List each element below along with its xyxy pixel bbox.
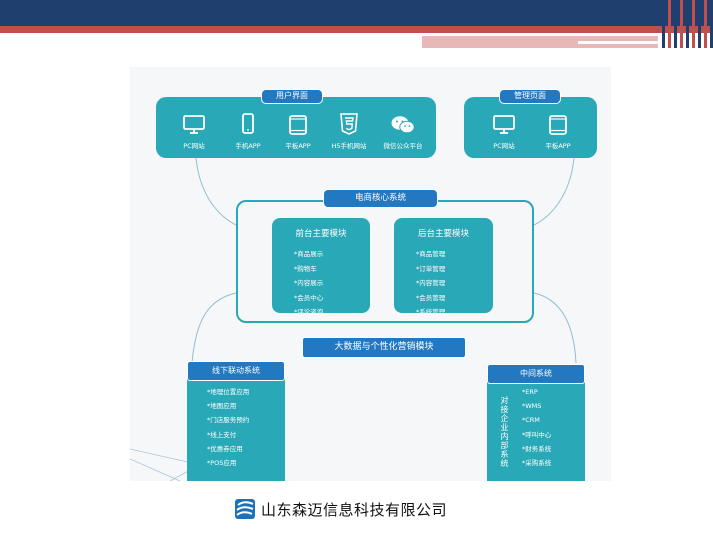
tablet-icon: [289, 115, 307, 135]
list-item: *采购系统: [522, 458, 552, 467]
front-module: 前台主要模块 *商品展示 *购物车 *内容展示 *会员中心 *评论咨询: [272, 218, 370, 316]
list-item: *评论咨询: [294, 308, 324, 316]
middle-system-title: 中间系统: [487, 364, 585, 384]
wechat-icon: [391, 116, 415, 134]
front-module-title: 前台主要模块: [295, 229, 347, 239]
ui-device-h5: H5手机网站: [321, 111, 377, 150]
company-footer: 山东森迈信息科技有限公司: [234, 496, 447, 522]
list-item: *呼叫中心: [522, 430, 552, 439]
front-module-list: *商品展示 *购物车 *内容展示 *会员中心 *评论咨询: [294, 247, 370, 320]
monitor-icon: [183, 115, 205, 134]
list-item: *订单管理: [416, 264, 446, 273]
ui-device-phone: 手机APP: [220, 111, 276, 150]
ui-device-tablet: 平板APP: [270, 111, 326, 150]
back-module-list: *商品管理 *订单管理 *内容管理 *会员管理 *系统管理: [416, 247, 493, 320]
admin-device-tablet: 平板APP: [530, 111, 586, 150]
company-logo-icon: [235, 499, 255, 519]
admin-device-pc: PC网站: [476, 111, 532, 150]
list-item: *会员中心: [294, 293, 324, 302]
user-interface-title: 用户界面: [261, 89, 323, 104]
back-module-title: 后台主要模块: [417, 229, 469, 239]
header-stripes: [660, 0, 713, 48]
ui-device-label: PC网站: [183, 142, 205, 150]
list-item: *财务系统: [522, 444, 552, 453]
admin-device-label: 平板APP: [545, 142, 571, 150]
list-item: *线上支付: [207, 430, 237, 439]
admin-page-panel: PC网站 平板APP: [464, 97, 597, 158]
ui-device-wechat: 微信公众平台: [375, 111, 431, 150]
core-system-title: 电商核心系统: [323, 189, 438, 208]
list-item: *会员管理: [416, 293, 446, 302]
header-bar-dark: [0, 0, 713, 26]
back-module: 后台主要模块 *商品管理 *订单管理 *内容管理 *会员管理 *系统管理: [394, 218, 493, 316]
middle-system-vertical-label: 对接企业内部系统: [500, 396, 509, 468]
user-interface-panel: PC网站 手机APP 平板APP H5手机网站 微信公众平台: [156, 97, 436, 158]
monitor-icon: [493, 115, 515, 134]
list-item: *门店服务预约: [207, 416, 250, 425]
middle-system-box: 对接企业内部系统 *ERP *WMS *CRM *呼叫中心 *财务系统 *采购系…: [487, 370, 585, 481]
offline-system-list: *地理位置应用 *地图应用 *门店服务预约 *线上支付 *优惠券应用 *POS应…: [207, 385, 285, 470]
architecture-diagram: PC网站 手机APP 平板APP H5手机网站 微信公众平台 用户界面 PC网站…: [130, 67, 611, 481]
list-item: *CRM: [522, 416, 540, 425]
phone-icon: [242, 113, 254, 134]
middle-system-list: *ERP *WMS *CRM *呼叫中心 *财务系统 *采购系统: [522, 385, 585, 470]
header-bar-pink-gap: [578, 41, 658, 44]
ui-device-label: 微信公众平台: [383, 142, 423, 150]
tablet-icon: [549, 115, 567, 135]
ui-device-pc: PC网站: [166, 111, 222, 150]
list-item: *商品管理: [416, 250, 446, 258]
offline-system-box: *地理位置应用 *地图应用 *门店服务预约 *线上支付 *优惠券应用 *POS应…: [187, 367, 285, 481]
list-item: *优惠券应用: [207, 444, 243, 453]
ui-device-label: 平板APP: [285, 142, 311, 150]
header-bar-red: [0, 26, 713, 33]
list-item: *商品展示: [294, 250, 324, 258]
list-item: *购物车: [294, 264, 317, 273]
connector-lines: [130, 157, 577, 481]
company-name: 山东森迈信息科技有限公司: [261, 500, 448, 519]
offline-system-title: 线下联动系统: [187, 361, 285, 381]
header-bar-pink: [422, 36, 658, 48]
ui-device-label: H5手机网站: [331, 142, 367, 150]
list-item: *WMS: [522, 402, 542, 411]
list-item: *地图应用: [207, 402, 237, 411]
list-item: *POS应用: [207, 458, 237, 467]
ui-device-label: 手机APP: [235, 142, 261, 150]
html5-icon: [340, 113, 358, 135]
list-item: *系统管理: [416, 308, 446, 316]
list-item: *内容管理: [416, 279, 446, 287]
admin-device-label: PC网站: [493, 142, 515, 150]
list-item: *内容展示: [294, 279, 324, 287]
admin-page-title: 管理页面: [499, 89, 561, 104]
list-item: *地理位置应用: [207, 388, 250, 396]
bigdata-module-bar: 大数据与个性化营销模块: [302, 337, 466, 358]
list-item: *ERP: [522, 388, 538, 396]
